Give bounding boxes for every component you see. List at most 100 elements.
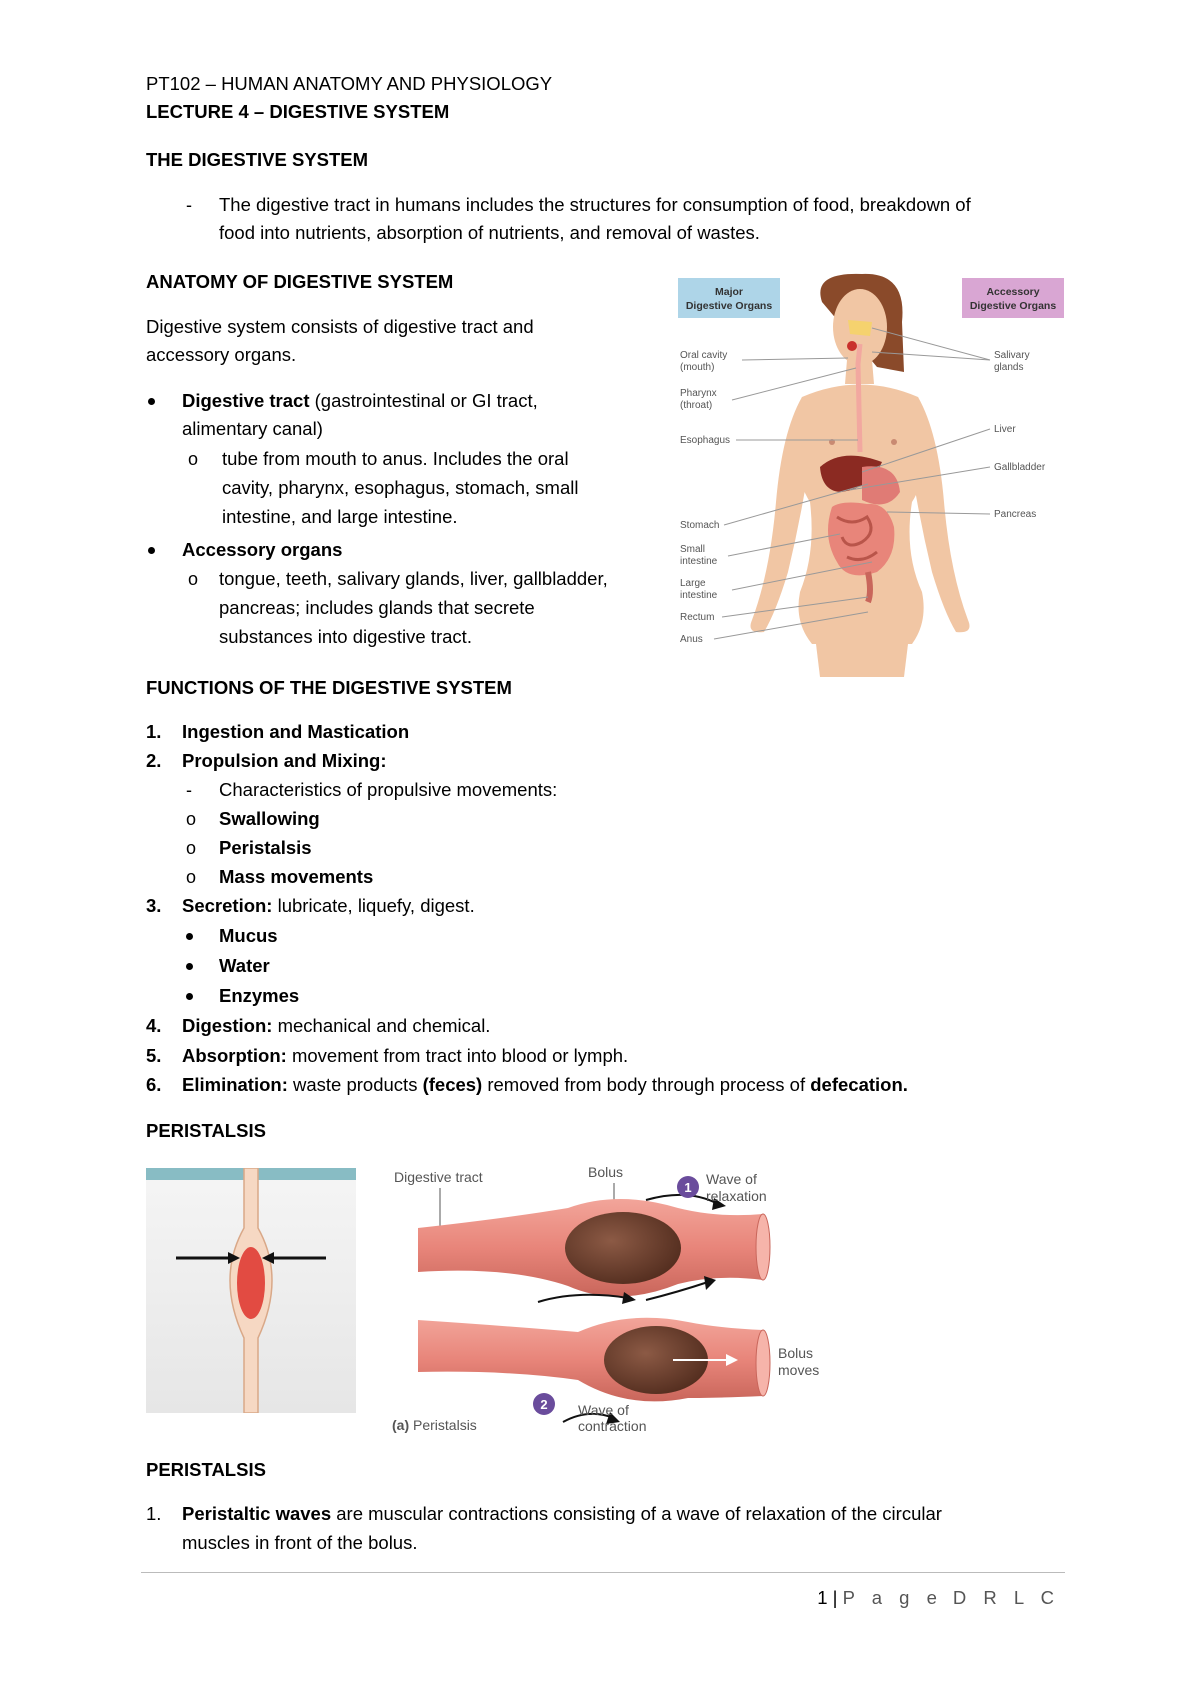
arrow-icon [622, 1292, 636, 1304]
label-pharynx: Pharynx [680, 388, 717, 399]
label-wave-contraction: Wave of [578, 1402, 629, 1418]
paragraph-line: tongue, teeth, salivary glands, liver, g… [219, 568, 608, 589]
sub-bullet-marker: o [186, 867, 197, 887]
label-small-intestine: intestine [680, 556, 718, 567]
major-label: Digestive Organs [686, 300, 773, 312]
paragraph-line: alimentary canal) [182, 418, 323, 439]
arrow-right-icon [228, 1252, 240, 1264]
list-number: 2. [146, 750, 162, 771]
arrow-right-icon [726, 1354, 738, 1366]
label-salivary-glands: Salivary [994, 350, 1030, 361]
function-term: Ingestion and Mastication [182, 721, 410, 742]
paragraph-line: Characteristics of propulsive movements: [219, 779, 558, 800]
accessory-organs-box [962, 278, 1064, 318]
accessory-organ-labels: Salivary glands Liver Gallbladder Pancre… [994, 350, 1046, 520]
function-secretion: Secretion: lubricate, liquefy, digest. [182, 892, 475, 920]
section-heading-functions: FUNCTIONS OF THE DIGESTIVE SYSTEM [146, 677, 512, 698]
list-number: 3. [146, 895, 162, 916]
list-number: 1. [146, 1503, 162, 1524]
lecture-title: LECTURE 4 – DIGESTIVE SYSTEM [146, 101, 450, 122]
term-feces: (feces) [422, 1074, 483, 1095]
course-title: PT102 – HUMAN ANATOMY AND PHYSIOLOGY [146, 73, 553, 94]
sub-item-water: Water [219, 955, 270, 976]
function-term: Elimination: [182, 1074, 288, 1095]
list-item-digestive-tract: Digestive tract (gastrointestinal or GI … [182, 387, 538, 415]
sub-bullet-marker: o [186, 838, 197, 858]
sub-item-mass-movements: Mass movements [219, 866, 374, 887]
function-term: Propulsion and Mixing: [182, 750, 387, 771]
major-organ-labels: Oral cavity (mouth) Pharynx (throat) Eso… [680, 350, 730, 645]
author-initials: D R L C [952, 1587, 1060, 1608]
label-oral-cavity: (mouth) [680, 362, 714, 373]
section-heading-digestive-system: THE DIGESTIVE SYSTEM [146, 149, 369, 170]
function-ingestion: Ingestion and Mastication [182, 718, 409, 746]
caption-label: (a) [392, 1417, 409, 1433]
digestive-system-figure: Major Digestive Organs Accessory Digesti… [678, 273, 1064, 677]
paragraph-line: muscles in front of the bolus. [182, 1532, 418, 1553]
bullet-dot [186, 963, 193, 970]
paragraph-line: The digestive tract in humans includes t… [219, 194, 971, 215]
list-number: 1. [146, 721, 162, 742]
arrow-icon [704, 1276, 716, 1290]
paragraph-line: Digestive system consists of digestive t… [146, 316, 534, 337]
sub-item-peristalsis: Peristalsis [219, 837, 312, 858]
label-oral-cavity: Oral cavity [680, 350, 727, 361]
bullet-dot [186, 993, 193, 1000]
label-salivary-glands: glands [994, 362, 1023, 373]
bullet-dot [186, 933, 193, 940]
label-pharynx: (throat) [680, 400, 712, 411]
arrow-left-icon [262, 1252, 274, 1264]
accessory-leader-lines [849, 327, 991, 515]
sub-bullet-marker: o [186, 809, 197, 829]
term-description: (gastrointestinal or GI tract, [309, 390, 538, 411]
label-bolus-moves: moves [778, 1362, 819, 1378]
page-number: 1 [817, 1587, 828, 1608]
bullet-dot [148, 547, 155, 554]
label-pancreas: Pancreas [994, 509, 1036, 520]
term-digestive-tract: Digestive tract [182, 390, 310, 411]
footer-rule [141, 1572, 1065, 1573]
step-number: 1 [684, 1180, 691, 1195]
function-description: lubricate, liquefy, digest. [272, 895, 475, 916]
sub-item-enzymes: Enzymes [219, 985, 300, 1006]
paragraph-line: pancreas; includes glands that secrete [219, 597, 535, 618]
footer-separator: | [827, 1587, 843, 1608]
label-digestive-tract: Digestive tract [394, 1169, 483, 1185]
accessory-label: Digestive Organs [970, 300, 1057, 312]
sub-item-swallowing: Swallowing [219, 808, 320, 829]
peristaltic-waves-text: Peristaltic waves are muscular contracti… [182, 1500, 942, 1528]
peristalsis-squeeze-diagram [146, 1168, 356, 1413]
label-stomach: Stomach [680, 520, 719, 531]
bolus-bottom [604, 1326, 708, 1394]
caption-text: Peristalsis [409, 1417, 477, 1433]
paragraph-line: cavity, pharynx, esophagus, stomach, sma… [222, 477, 579, 498]
major-leader-lines [713, 357, 873, 640]
bolus-top [565, 1212, 681, 1284]
function-propulsion: Propulsion and Mixing: [182, 747, 387, 775]
label-liver: Liver [994, 424, 1016, 435]
function-term: Secretion: [182, 895, 273, 916]
label-large-intestine: intestine [680, 590, 718, 601]
label-anus: Anus [680, 634, 703, 645]
paragraph-line: substances into digestive tract. [219, 626, 472, 647]
section-heading-peristalsis: PERISTALSIS [146, 1120, 266, 1141]
paragraph-line: intestine, and large intestine. [222, 506, 458, 527]
label-wave-contraction: contraction [578, 1418, 646, 1434]
label-rectum: Rectum [680, 612, 714, 623]
section-heading-anatomy: ANATOMY OF DIGESTIVE SYSTEM [146, 271, 454, 292]
bullet-dot [148, 398, 155, 405]
function-description: mechanical and chemical. [272, 1015, 491, 1036]
term-defecation: defecation. [810, 1074, 908, 1095]
term-description: are muscular contractions consisting of … [331, 1503, 942, 1524]
label-bolus-moves: Bolus [778, 1345, 813, 1361]
dash-marker: - [186, 780, 192, 800]
label-gallbladder: Gallbladder [994, 462, 1046, 473]
function-digestion: Digestion: mechanical and chemical. [182, 1012, 490, 1040]
function-description: removed from body through process of [482, 1074, 811, 1095]
sub-item-mucus: Mucus [219, 925, 278, 946]
arrow-icon [606, 1412, 620, 1424]
label-small-intestine: Small [680, 544, 705, 555]
function-description: movement from tract into blood or lymph. [286, 1045, 629, 1066]
